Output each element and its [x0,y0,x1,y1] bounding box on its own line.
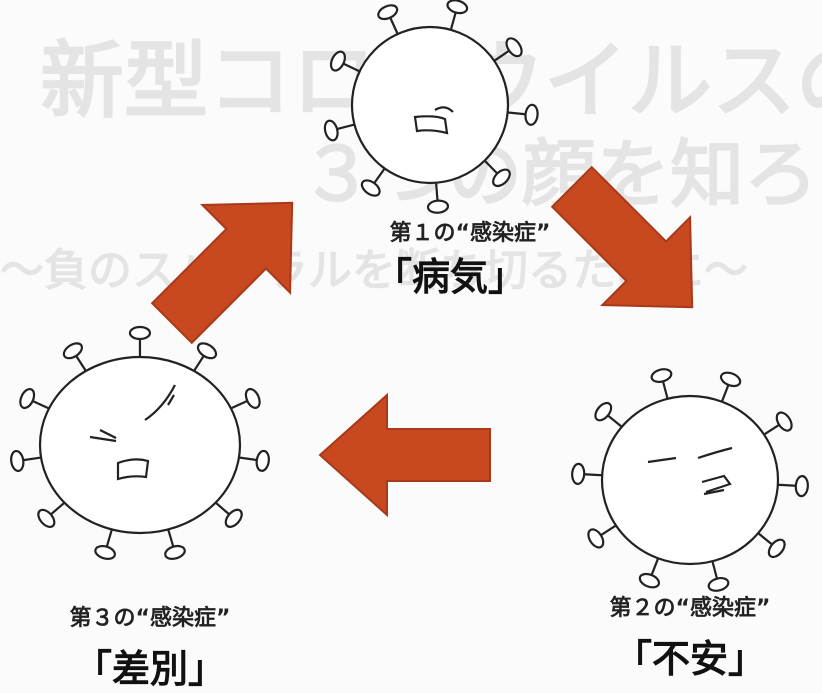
virus-spike-cap [244,387,261,409]
virus-spike-cap [767,538,786,559]
virus-spike [435,182,439,201]
virus-spike-cap [650,368,673,383]
virus-spike [105,529,113,548]
virus-spike-cap [492,168,511,188]
virus-spike [711,560,719,579]
stage-3-label: 第３の“感染症” 「差別」 [70,605,231,691]
virus-spike [50,501,66,516]
virus-spike-cap [594,401,613,422]
virus-spike-cap [19,387,36,410]
virus-spike-cap [360,179,381,197]
virus-spike [449,12,457,31]
virus-spike-cap [707,577,730,592]
virus-spike [720,384,730,403]
virus-spike [757,532,773,546]
stage-1-label: 第１の“感染症” 「病気」 [374,220,550,299]
virus-spike-cap [329,50,346,72]
virus-spike [32,400,50,410]
virus-spike-cap [377,4,399,21]
virus-spike [214,501,230,516]
virus-spike-cap [426,199,450,214]
virus-spike-cap [587,528,605,549]
arrow-down-right [550,165,694,309]
virus-spike-cap [794,475,809,498]
virus-spike-cap [62,342,84,360]
virus-spike-cap [255,449,270,472]
virus-spike [777,483,796,487]
arrow-up-right [150,201,294,345]
virus-spike [75,355,87,372]
virus-spike [483,159,499,175]
virus-discrimination-icon [10,325,270,560]
virus-spike [230,399,248,410]
virus-spike-cap [323,119,339,142]
virus-spike-cap [571,462,586,485]
virus-spike [23,456,42,462]
stage-1-heading: 第１の“感染症” [390,220,551,246]
virus-spike-cap [94,544,116,560]
virus-spike-cap [638,572,661,589]
virus-spike-cap [446,0,469,15]
stage-1-name: 「病気」 [374,255,526,299]
virus-spike-cap [524,103,539,126]
stage-3-heading: 第３の“感染症” [70,605,231,631]
virus-spike [763,423,780,436]
virus-spike-cap [196,342,218,360]
virus-spike-cap [505,37,523,58]
stage-2-heading: 第２の“感染症” [610,595,771,621]
virus-spike [342,62,361,73]
virus-spike [600,524,617,537]
virus-spike [607,414,623,428]
virus-spike [193,355,205,372]
stage-2-name: 「不安」 [614,637,766,681]
virus-spike [507,111,526,116]
virus-spike-cap [719,371,742,388]
virus-spike [661,381,669,400]
stage-3-name: 「差別」 [74,647,226,691]
virus-spike [167,529,175,548]
virus-spike [584,473,603,477]
virus-spike [493,49,510,62]
virus-spike [336,123,355,131]
virus-spike-cap [10,449,25,473]
virus-anxiety-icon [571,368,809,592]
virus-spike-cap [128,325,152,341]
virus-spike [650,557,660,576]
virus-spike-cap [164,544,186,560]
virus-spike [238,456,257,462]
virus-spike-cap [224,508,243,528]
virus-spike-cap [775,411,793,432]
virus-spike [389,17,399,35]
virus-spike [373,167,386,184]
arrow-left [318,392,491,518]
stage-2-label: 第２の“感染症” 「不安」 [610,595,771,681]
virus-spike-cap [37,508,56,528]
virus-illness-icon [323,0,539,214]
